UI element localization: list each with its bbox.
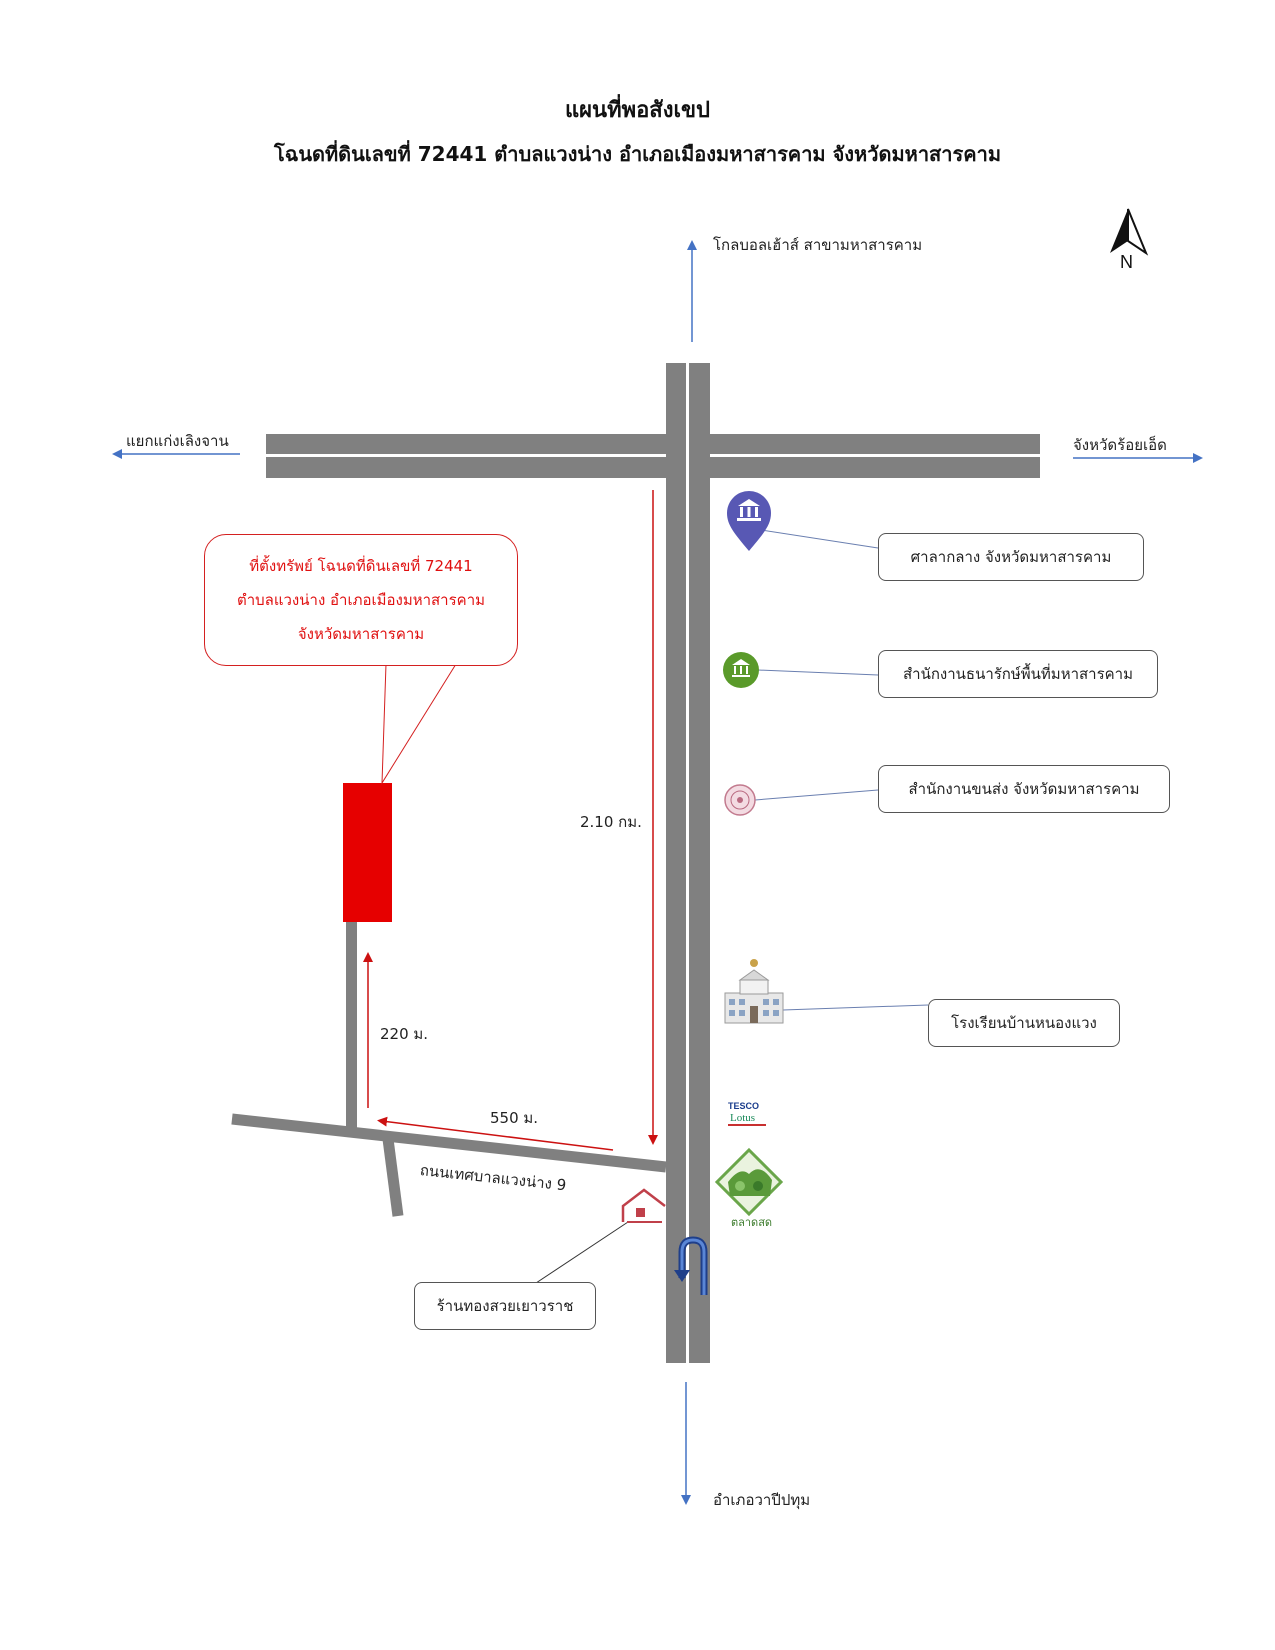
tesco-lotus-logo: TESCO Lotus [728, 1101, 766, 1126]
landmark-box-transport: สำนักงานขนส่ง จังหวัดมหาสารคาม [878, 765, 1170, 813]
north-compass-icon [1110, 208, 1149, 256]
main-road-distance-label: 2.10 กม. [580, 813, 642, 831]
treasury-office-icon [723, 652, 759, 688]
city-hall-pin-icon [727, 491, 771, 551]
svg-text:ตลาดสด: ตลาดสด [731, 1216, 772, 1229]
compass-label: N [1120, 252, 1133, 272]
svg-text:TESCO: TESCO [728, 1101, 759, 1111]
treasury-connector [757, 669, 879, 676]
fresh-market-logo: ตลาดสด [714, 1147, 784, 1229]
horizontal-main-road [266, 434, 1040, 478]
property-callout-line-3: จังหวัดมหาสารคาม [297, 625, 425, 643]
west-destination-label: แยกแก่งเลิงจาน [126, 432, 229, 450]
access-road [346, 920, 357, 1132]
south-destination-label: อำเภอวาปีปทุม [713, 1491, 811, 1509]
property-parcel [343, 783, 392, 922]
callout-pointer [381, 663, 457, 785]
landmark-box-city-hall: ศาลากลาง จังหวัดมหาสารคาม [878, 533, 1144, 581]
map-title: แผนที่พอสังเขป [564, 98, 711, 123]
city-hall-connector [754, 528, 879, 549]
house-icon [621, 1188, 666, 1223]
u-turn-icon [674, 1236, 708, 1295]
landmark-box-gold-shop: ร้านทองสวยเยาวราช [414, 1282, 596, 1330]
north-destination-label: โกลบอลเฮ้าส์ สาขามหาสารคาม [713, 236, 923, 254]
school-icon [724, 959, 784, 1024]
transport-connector [754, 789, 879, 801]
property-callout-line-2: ตำบลแวงน่าง อำเภอเมืองมหาสารคาม [236, 591, 486, 609]
property-callout-line-1: ที่ตั้งทรัพย์ โฉนดที่ดินเลขที่ 72441 [249, 557, 473, 575]
map-subtitle: โฉนดที่ดินเลขที่ 72441 ตำบลแวงน่าง อำเภอ… [273, 142, 1002, 166]
landmark-box-school: โรงเรียนบ้านหนองแวง [928, 999, 1120, 1047]
vertical-main-road [666, 363, 710, 1363]
gold-shop-connector [529, 1221, 629, 1288]
side-road [231, 1113, 667, 1173]
property-callout: ที่ตั้งทรัพย์ โฉนดที่ดินเลขที่ 72441 ตำบ… [204, 534, 518, 666]
side-road-branch [382, 1138, 404, 1217]
transport-office-icon [724, 784, 756, 816]
east-destination-label: จังหวัดร้อยเอ็ด [1073, 436, 1167, 454]
side-road-route-arrow [377, 1116, 614, 1151]
access-road-distance-label: 220 ม. [380, 1025, 429, 1043]
svg-text:Lotus: Lotus [730, 1112, 755, 1124]
school-connector [782, 1004, 929, 1011]
side-road-distance-label: 550 ม. [490, 1109, 539, 1127]
landmark-box-treasury: สำนักงานธนารักษ์พื้นที่มหาสารคาม [878, 650, 1158, 698]
